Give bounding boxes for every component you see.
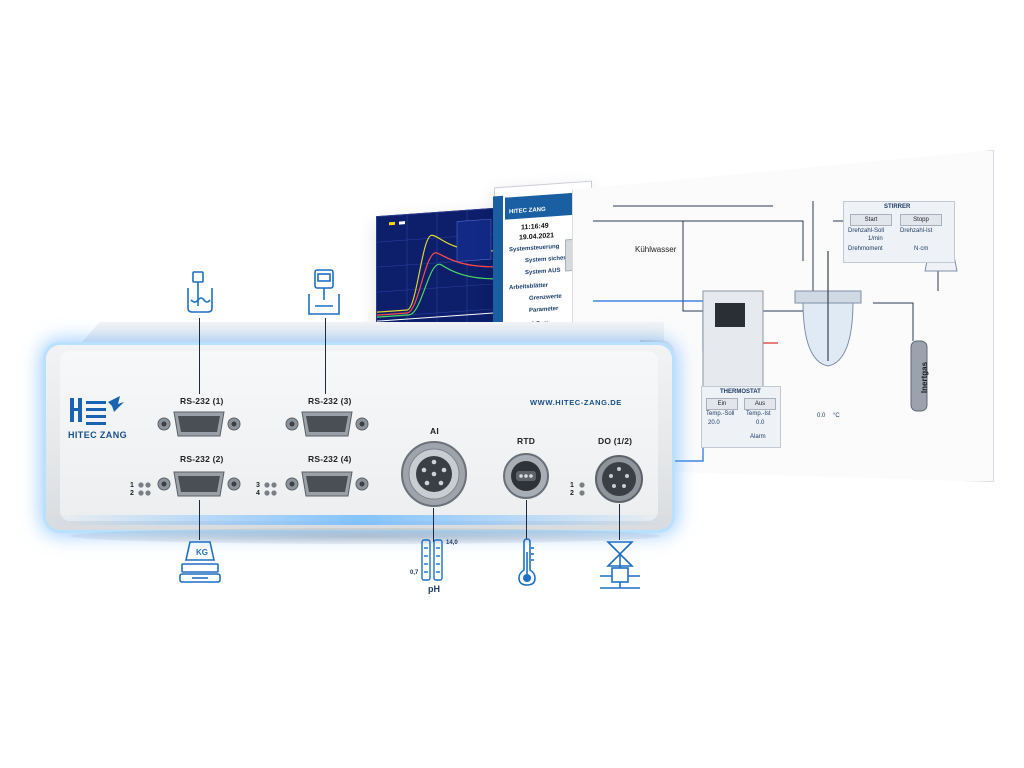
menu-arbeitsblaetter[interactable]: Arbeitsblätter [509, 282, 549, 292]
stirrer-speed-set-label: Drehzahl-Soll [848, 228, 885, 234]
app-time: 11:16:49 [521, 222, 549, 232]
trend-chart-icon [377, 208, 496, 333]
do-label: DO (1/2) [598, 436, 633, 446]
hitec-zang-logo-icon [70, 396, 124, 428]
do-led-label-1: 1 [570, 482, 574, 489]
thermostat-title: THERMOSTAT [720, 389, 761, 395]
menu-parameter[interactable]: Parameter [529, 305, 559, 314]
app-logo: HITEC ZANG [505, 192, 575, 220]
reactor-temp-unit: °C [833, 413, 840, 419]
scale-kg-label: KG [196, 548, 208, 557]
stirrer-torque-label: Drehmoment [848, 246, 883, 252]
rtd-label: RTD [517, 436, 536, 446]
callout-line-ai [433, 508, 434, 542]
stirrer-torque-unit: N·cm [914, 246, 929, 252]
rs232-3-label: RS-232 (3) [308, 396, 352, 406]
labbox-front-inner [60, 351, 658, 521]
led-indicators-right-icon [264, 482, 277, 496]
stirrer-title: STIRRER [884, 204, 911, 210]
trend-chart-panel [376, 207, 496, 334]
stirrer-unit-label: 1/min [868, 236, 883, 242]
ai-port-connector[interactable] [400, 440, 468, 508]
thermostat-temp-set-label: Temp.-Soll [706, 411, 735, 417]
stirrer-start-button[interactable]: Start [850, 214, 892, 226]
do-led-indicators-icon [579, 482, 585, 496]
rs232-port-3-connector[interactable] [284, 408, 370, 440]
led-indicators-left-icon [138, 482, 151, 496]
brand-text: HITEC ZANG [68, 430, 127, 440]
website-url: WWW.HITEC-ZANG.DE [530, 398, 622, 407]
callout-line-do [619, 504, 620, 540]
rs232-port-1-connector[interactable] [156, 408, 242, 440]
led-label-1: 1 [130, 482, 134, 489]
menu-systemsteuerung[interactable]: Systemsteuerung [509, 243, 560, 254]
ph-scale-icon [421, 539, 443, 581]
reactor-temp-value: 0.0 [817, 413, 826, 419]
scale-icon [179, 541, 221, 583]
callout-line-rs232-1 [199, 318, 200, 394]
thermostat-temp-actual-label: Temp.-Ist [746, 411, 771, 417]
thermostat-alarm-label: Alarm [750, 434, 766, 440]
led-label-4: 4 [256, 490, 260, 497]
labbox-shadow [70, 528, 660, 544]
stirrer-stop-button[interactable]: Stopp [900, 214, 942, 226]
ai-label: AI [430, 426, 439, 436]
callout-line-rs232-3 [325, 318, 326, 394]
rtd-port-connector[interactable] [502, 452, 550, 500]
labbox-front-panel [46, 345, 672, 530]
rs232-port-4-connector[interactable] [284, 468, 370, 500]
callout-line-rtd [526, 500, 527, 540]
coolant-label: Kühlwasser [635, 245, 677, 254]
stirrer-speed-actual-label: Drehzahl-Ist [900, 228, 933, 234]
valve-icon [600, 541, 640, 589]
app-date: 19.04.2021 [519, 232, 555, 242]
ph-max-label: 14,0 [446, 540, 458, 546]
rs232-2-label: RS-232 (2) [180, 454, 224, 464]
thermostat-temp-set-value[interactable]: 20.0 [708, 420, 720, 426]
thermostat-on-button[interactable]: Ein [706, 398, 738, 410]
menu-system-aus[interactable]: System AUS [525, 267, 561, 277]
rs232-1-label: RS-232 (1) [180, 396, 224, 406]
do-led-label-2: 2 [570, 490, 574, 497]
app-brand-text: HITEC ZANG [509, 206, 546, 216]
thermostat-off-button[interactable]: Aus [744, 398, 776, 410]
rs232-port-2-connector[interactable] [156, 468, 242, 500]
callout-line-rs232-2 [199, 500, 200, 540]
thermostat-device-icon [308, 269, 340, 315]
led-label-3: 3 [256, 482, 260, 489]
ph-min-label: 0,7 [410, 570, 419, 576]
ph-label: pH [428, 584, 440, 594]
rs232-4-label: RS-232 (4) [308, 454, 352, 464]
stirrer-widget: STIRRER Start Stopp Drehzahl-Soll Drehza… [843, 201, 955, 263]
labbox-glow [50, 515, 670, 525]
do-port-connector[interactable] [594, 454, 644, 504]
thermometer-icon [518, 538, 536, 586]
menu-grenzwerte[interactable]: Grenzwerte [529, 293, 562, 302]
thermostat-temp-actual-value: 0.0 [756, 420, 765, 426]
beaker-stirrer-icon [187, 271, 213, 313]
led-label-2: 2 [130, 490, 134, 497]
menu-system-sicher[interactable]: System sicher [525, 255, 566, 265]
gas-label: Inertgas [920, 361, 930, 394]
thermostat-widget: THERMOSTAT Ein Aus Temp.-Soll Temp.-Ist … [701, 386, 781, 448]
